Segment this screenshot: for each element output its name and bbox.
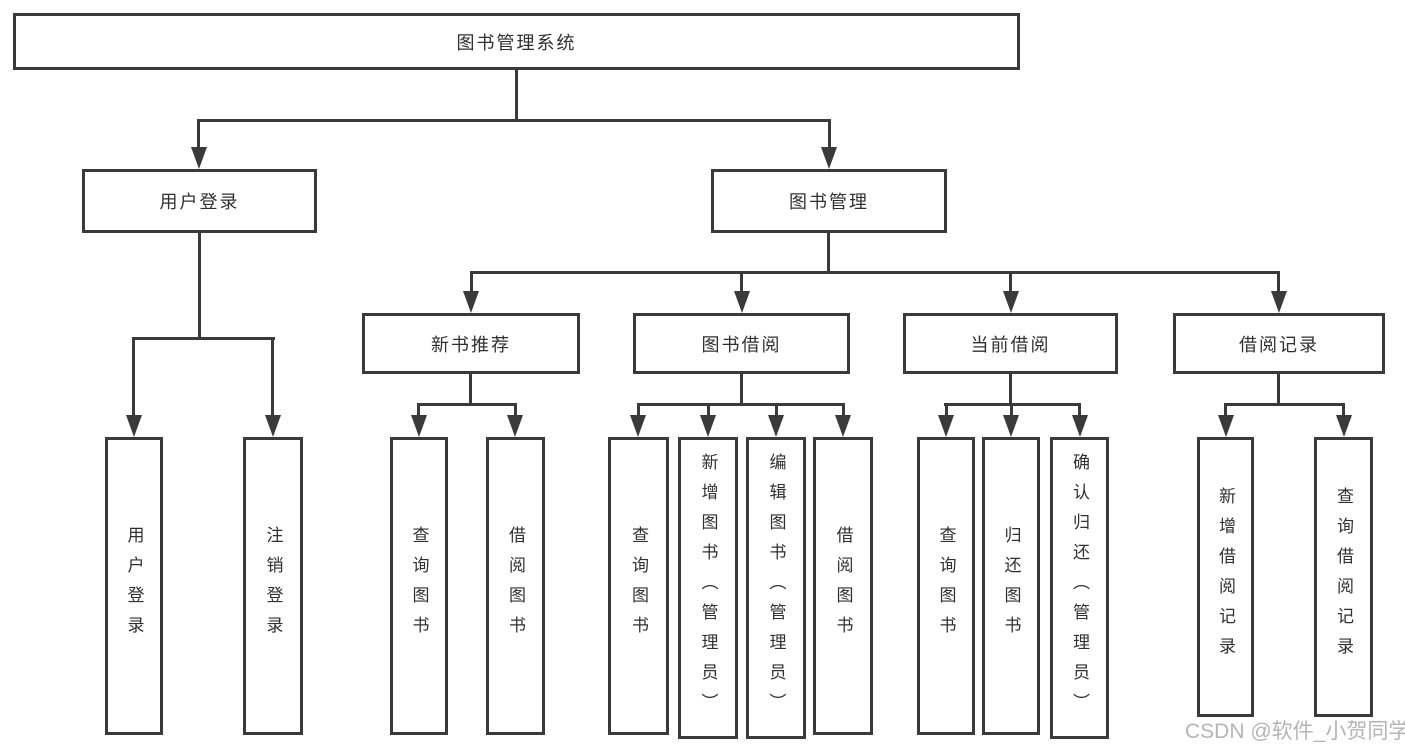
leaf-query-borrow-record-label: 查询借阅记录: [1334, 487, 1353, 667]
leaf-add-book-admin-label: 新增图书（管理员）: [698, 453, 718, 723]
leaf-confirm-return-admin-label: 确认归还（管理员）: [1070, 453, 1089, 723]
connector-line: [418, 403, 517, 406]
arrow-down-icon: [1336, 415, 1352, 437]
connector-line: [469, 374, 472, 403]
connector-line: [133, 337, 275, 340]
node-new-book-recommend: 新书推荐: [362, 313, 580, 374]
connector-line: [1224, 403, 1345, 406]
arrow-down-icon: [507, 415, 523, 437]
connector-line: [740, 374, 743, 403]
arrow-down-icon: [1218, 415, 1234, 437]
arrow-down-icon: [1003, 415, 1019, 437]
connector-line: [470, 271, 473, 294]
leaf-query-books-current: 查询图书: [917, 437, 975, 735]
leaf-query-books-recommend: 查询图书: [390, 437, 448, 735]
arrow-down-icon: [411, 415, 427, 437]
connector-line: [775, 403, 778, 418]
connector-line: [515, 70, 518, 119]
connector-line: [514, 403, 517, 418]
leaf-query-borrow-record: 查询借阅记录: [1314, 437, 1373, 717]
arrow-down-icon: [700, 415, 716, 437]
connector-line: [637, 403, 845, 406]
leaf-query-books-borrowing: 查询图书: [608, 437, 669, 735]
arrow-down-icon: [821, 147, 837, 169]
leaf-logout-label: 注销登录: [263, 526, 283, 646]
connector-line: [1009, 271, 1012, 294]
connector-line: [132, 337, 135, 418]
connector-line: [417, 403, 420, 418]
arrow-down-icon: [1072, 415, 1088, 437]
leaf-add-borrow-record: 新增借阅记录: [1197, 437, 1254, 717]
connector-line: [470, 271, 1280, 274]
arrow-down-icon: [768, 415, 784, 437]
leaf-user-login-label: 用户登录: [124, 526, 144, 646]
node-book-management-label: 图书管理: [789, 192, 869, 212]
leaf-logout: 注销登录: [243, 437, 303, 735]
node-book-borrowing-label: 图书借阅: [701, 334, 782, 355]
connector-line: [707, 403, 710, 418]
arrow-down-icon: [835, 415, 851, 437]
node-library-system-label: 图书管理系统: [456, 32, 577, 53]
watermark-text: CSDN @软件_小贺同学: [1185, 720, 1405, 743]
node-borrowing-records-label: 借阅记录: [1239, 334, 1319, 355]
connector-line: [637, 403, 640, 418]
leaf-add-book-admin: 新增图书（管理员）: [678, 437, 738, 739]
arrow-down-icon: [734, 291, 750, 313]
connector-line: [827, 233, 830, 271]
connector-line: [1277, 271, 1280, 294]
leaf-return-book-label: 归还图书: [1001, 526, 1021, 646]
arrow-down-icon: [938, 415, 954, 437]
leaf-borrow-books-borrowing-label: 借阅图书: [833, 526, 853, 646]
arrow-down-icon: [126, 415, 142, 437]
connector-line: [1342, 403, 1345, 418]
connector-line: [198, 233, 201, 337]
node-book-management: 图书管理: [711, 169, 947, 233]
leaf-edit-book-admin: 编辑图书（管理员）: [746, 437, 806, 739]
leaf-confirm-return-admin: 确认归还（管理员）: [1050, 437, 1109, 739]
node-book-borrowing: 图书借阅: [633, 313, 850, 374]
node-user-login-label: 用户登录: [159, 192, 240, 212]
leaf-query-books-current-label: 查询图书: [936, 526, 956, 646]
arrow-down-icon: [191, 147, 207, 169]
leaf-query-books-recommend-label: 查询图书: [409, 526, 429, 646]
connector-line: [842, 403, 845, 418]
connector-line: [197, 119, 200, 150]
leaf-borrow-books-borrowing: 借阅图书: [813, 437, 873, 735]
leaf-add-borrow-record-label: 新增借阅记录: [1216, 487, 1235, 667]
node-new-book-recommend-label: 新书推荐: [431, 334, 511, 355]
leaf-query-books-borrowing-label: 查询图书: [629, 526, 648, 646]
node-library-system: 图书管理系统: [13, 13, 1020, 70]
node-current-borrowing-label: 当前借阅: [970, 334, 1051, 355]
arrow-down-icon: [1003, 291, 1019, 313]
leaf-user-login: 用户登录: [105, 437, 163, 735]
arrow-down-icon: [630, 415, 646, 437]
leaf-return-book: 归还图书: [982, 437, 1040, 735]
node-user-login: 用户登录: [82, 169, 317, 233]
connector-line: [198, 119, 831, 122]
node-current-borrowing: 当前借阅: [903, 313, 1118, 374]
connector-line: [1078, 403, 1081, 418]
arrow-down-icon: [463, 291, 479, 313]
node-borrowing-records: 借阅记录: [1173, 313, 1385, 374]
connector-line: [1277, 374, 1280, 403]
connector-line: [945, 403, 948, 418]
leaf-borrow-books-recommend-label: 借阅图书: [506, 526, 525, 646]
connector-line: [828, 119, 831, 150]
leaf-borrow-books-recommend: 借阅图书: [486, 437, 545, 735]
connector-line: [1009, 374, 1012, 403]
arrow-down-icon: [1271, 291, 1287, 313]
connector-line: [1224, 403, 1227, 418]
leaf-edit-book-admin-label: 编辑图书（管理员）: [766, 453, 786, 723]
connector-line: [271, 337, 274, 418]
connector-line: [740, 271, 743, 294]
connector-line: [1010, 403, 1013, 418]
arrow-down-icon: [265, 415, 281, 437]
